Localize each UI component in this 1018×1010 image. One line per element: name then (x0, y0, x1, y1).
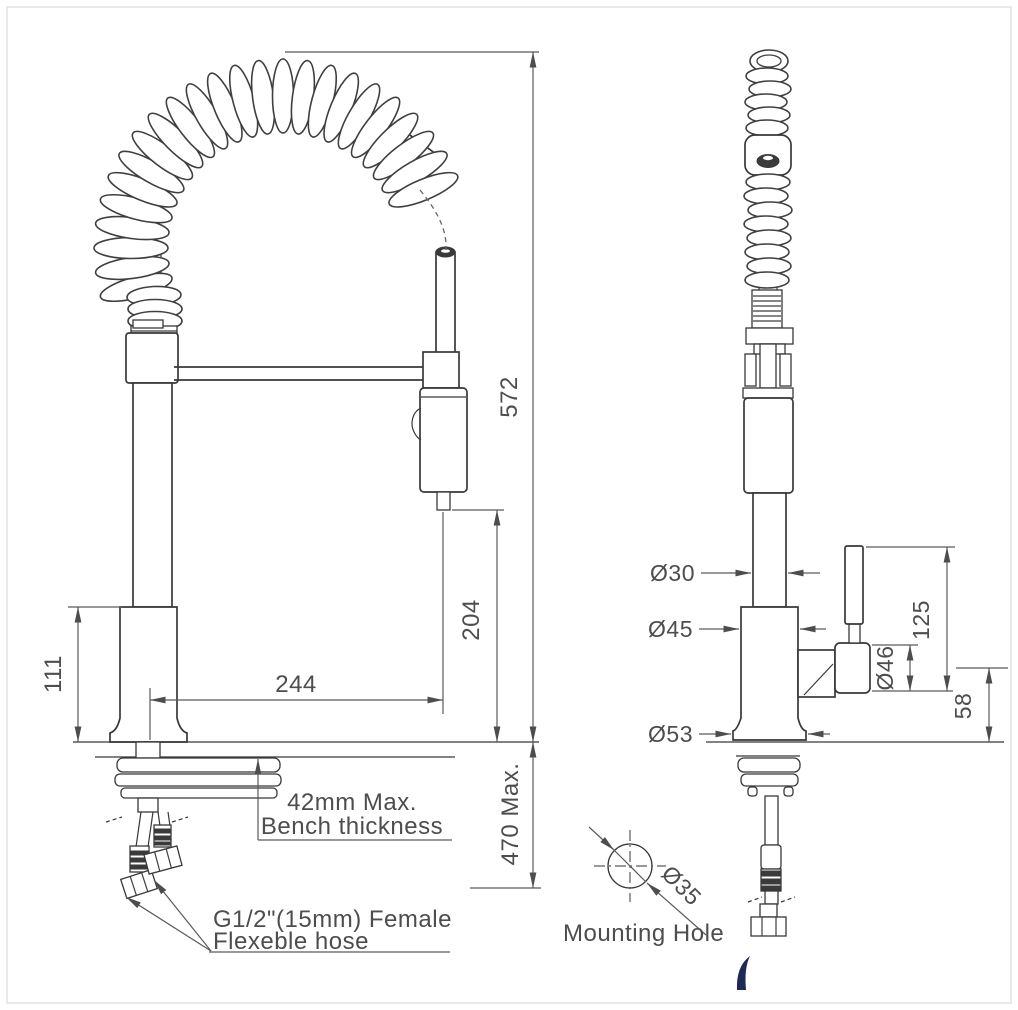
dim-handle-height: 125 (908, 600, 934, 640)
dim-reach: 244 (275, 671, 317, 698)
dimensions-side-view: 572 204 244 111 470 Max. 42mm Max. Bench… (40, 51, 541, 955)
dim-body-dia: Ø45 (648, 616, 693, 642)
collar-step (132, 319, 164, 329)
flexible-hoses (105, 811, 189, 900)
column-collar (125, 332, 179, 384)
hose-note-line2: Flexeble hose (213, 928, 369, 955)
spring-coil-front (744, 49, 792, 137)
spring-ribbed-front (751, 289, 783, 329)
dim-overall-height: 572 (496, 376, 523, 418)
mounting-hole-detail: Ø35 Mounting Hole (563, 826, 724, 947)
pullout-path-dashed (419, 189, 447, 251)
dim-mounting-hole-dia: Ø35 (657, 860, 707, 910)
outlet-tube (436, 491, 451, 511)
mounting-hardware-front (737, 757, 801, 846)
faucet-body (109, 606, 188, 743)
handle-assembly (797, 545, 871, 698)
spray-body (419, 387, 468, 493)
spray-nozzle (756, 154, 780, 168)
dim-spout-base-height: 58 (950, 693, 976, 720)
riser-column-front (752, 492, 787, 608)
dim-below-bench: 470 Max. (497, 763, 524, 866)
faucet-body-front (732, 606, 807, 741)
spring-coil-arch (93, 58, 459, 332)
dim-spout-dia: Ø30 (650, 560, 695, 586)
upper-block-front (743, 397, 794, 494)
dim-outlet-height: 204 (458, 599, 485, 641)
hose-note-line1: G1/2"(15mm) Female (213, 906, 452, 933)
handle-cartridge (834, 642, 871, 694)
handle-stem (848, 621, 861, 644)
flexible-hose-front (747, 844, 796, 937)
dim-body-height: 111 (40, 655, 67, 693)
dimensions-front-view: Ø30 Ø45 Ø53 Ø46 125 58 (648, 546, 1008, 747)
flow-clip (411, 407, 422, 441)
mounting-hardware (114, 741, 282, 813)
front-view: Ø30 Ø45 Ø53 Ø46 125 58 (648, 49, 1008, 937)
dim-base-dia: Ø53 (648, 721, 693, 747)
page-border (6, 6, 1012, 1004)
mounting-hole-label: Mounting Hole (563, 920, 724, 947)
spout-holder-front (742, 327, 794, 399)
riser-column (132, 382, 173, 608)
dim-handle-dia: Ø46 (872, 646, 898, 691)
bench-note-line1: 42mm Max. (287, 789, 417, 816)
spring-coil-front-lower (743, 173, 793, 289)
brand-mark-fragment (736, 956, 750, 990)
spout-tube (435, 251, 456, 355)
bench-note-line2: Bench thickness (261, 813, 443, 840)
side-view: 572 204 244 111 470 Max. 42mm Max. Bench… (40, 51, 541, 955)
spout-holder (422, 351, 460, 389)
handle-lever (844, 545, 864, 625)
